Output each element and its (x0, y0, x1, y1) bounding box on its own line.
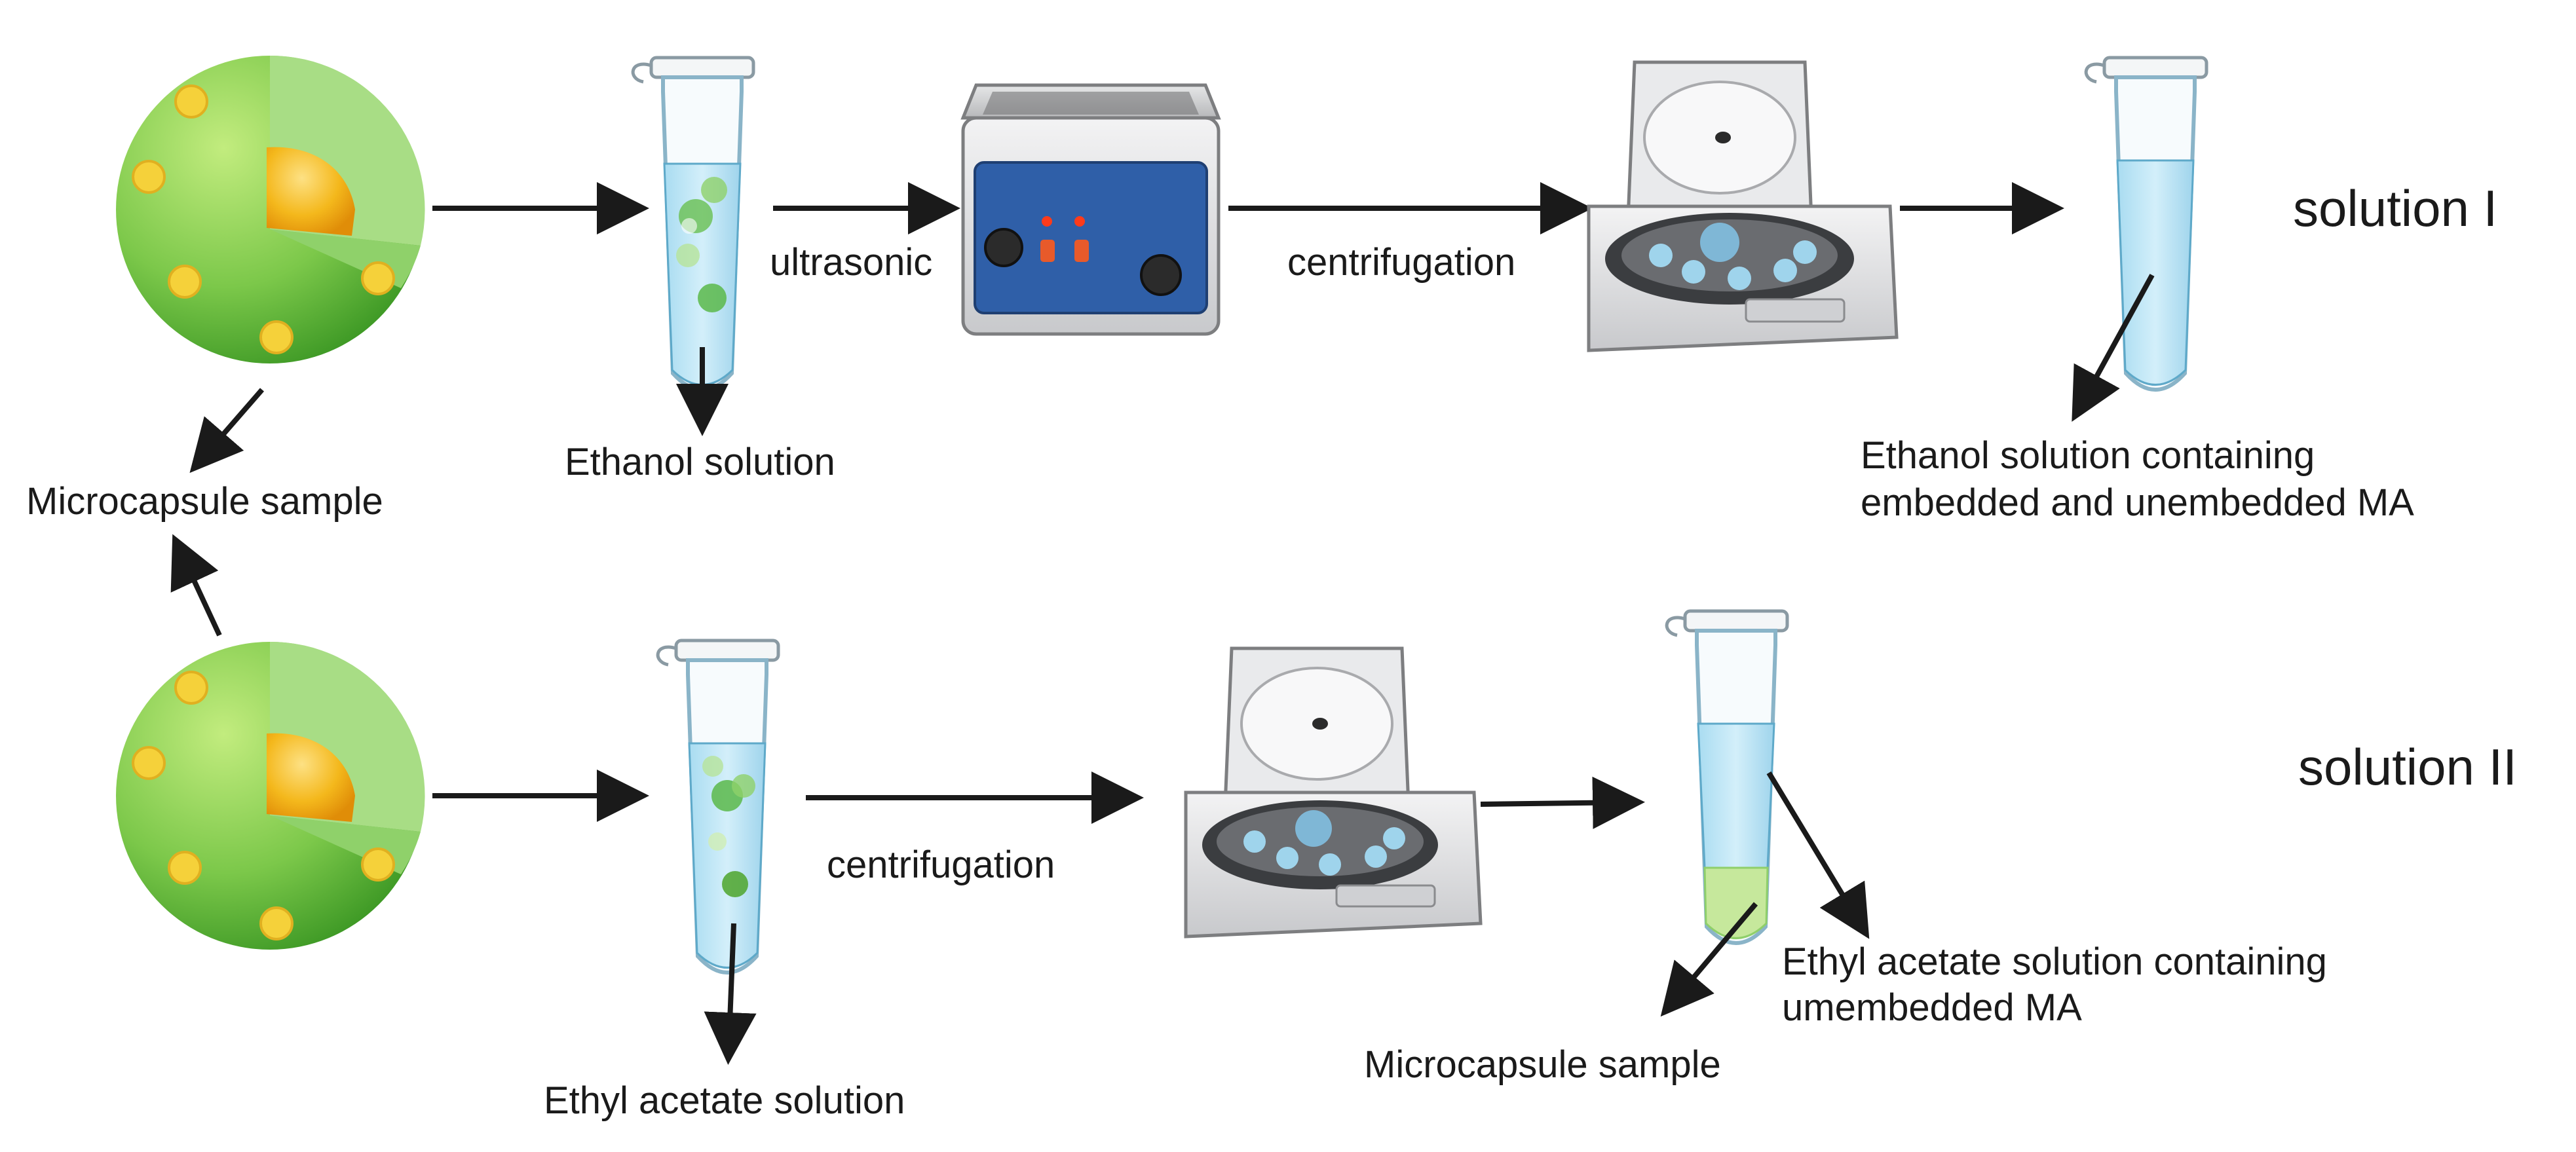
tube-solution-2 (1667, 611, 1787, 943)
arrow-capsule-top-to-label (189, 388, 265, 474)
centrifuge-bottom (1184, 646, 1483, 938)
tube-solution-1 (2086, 58, 2207, 390)
tube-ethanol-top (633, 58, 753, 390)
ultrasonic-bath (960, 83, 1221, 336)
solution-1-desc-line2: embedded and unembedded MA (1861, 481, 2414, 524)
arrow-centrifuge-to-tube-solution-2 (1480, 776, 1645, 829)
arrow-tube-to-solution-2-desc (1766, 771, 1870, 939)
solution-2-desc-line2: umembedded MA (1782, 986, 2082, 1029)
solution-2-desc-line1: Ethyl acetate solution containing (1782, 940, 2327, 983)
centrifugation-label-top: centrifugation (1287, 241, 1515, 284)
microcapsule-sample-label-top: Microcapsule sample (26, 480, 383, 523)
microcapsule-top (115, 54, 426, 365)
solution-1-desc-line1: Ethanol solution containing (1861, 434, 2315, 477)
ethyl-acetate-solution-label: Ethyl acetate solution (544, 1079, 905, 1122)
solution-2-label: solution II (2298, 738, 2517, 796)
centrifugation-label-bottom: centrifugation (827, 844, 1055, 886)
centrifuge-top (1587, 60, 1899, 352)
arrow-tube-to-solution-1-desc (2072, 274, 2155, 422)
microcapsule-bottom (115, 640, 426, 951)
arrow-tube-to-microcapsule-bottom (1660, 902, 1758, 1017)
tube-ethyl-acetate (658, 641, 778, 973)
microcapsule-sample-label-bottom: Microcapsule sample (1364, 1043, 1721, 1086)
ethanol-solution-label: Ethanol solution (565, 441, 835, 483)
arrow-capsule-bottom-to-label (170, 534, 222, 637)
solution-1-label: solution I (2293, 179, 2497, 237)
ultrasonic-label: ultrasonic (770, 241, 932, 284)
arrow-tube-to-ethyl-label (704, 923, 757, 1065)
